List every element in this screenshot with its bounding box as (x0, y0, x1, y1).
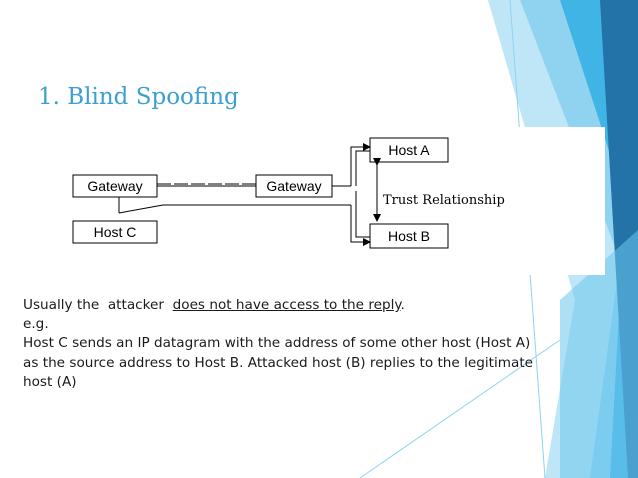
network-diagram: Gateway Host C Gateway Host A Host B (33, 127, 605, 275)
trust-relationship-label: Trust Relationship (383, 193, 505, 208)
body-text: Usually the attacker does not have acces… (23, 296, 623, 392)
body-line-4: as the source address to Host B. Attacke… (23, 354, 534, 371)
host-c-label: Host C (94, 224, 137, 240)
host-b-box (369, 223, 449, 249)
gateway-left-label: Gateway (87, 178, 142, 194)
line1-prefix: Usually the attacker (23, 297, 173, 313)
gateway-right-label: Gateway (266, 178, 321, 194)
host-a-label: Host A (388, 142, 430, 158)
host-b-label: Host B (388, 228, 430, 244)
line1-suffix: . (400, 297, 405, 313)
deco-thin-line (359, 339, 561, 478)
host-a-box (369, 137, 449, 163)
deco-bottom-triangle (560, 230, 638, 478)
body-line-3: Host C sends an IP datagram with the add… (23, 335, 531, 352)
host-c-spoof-line (118, 204, 164, 214)
line1-underlined: does not have access to the reply (172, 297, 401, 313)
slide-title: 1. Blind Spoofing (38, 84, 239, 110)
route-to-host-a-2 (355, 150, 370, 186)
body-line-1: Usually the attacker does not have acces… (23, 296, 623, 315)
route-to-host-b (350, 205, 371, 246)
route-to-host-a (350, 143, 371, 186)
body-line-2: e.g. (23, 316, 49, 333)
route-to-host-b-2 (355, 191, 370, 238)
host-c-box (72, 220, 158, 244)
body-line-5: host (A) (23, 373, 77, 390)
